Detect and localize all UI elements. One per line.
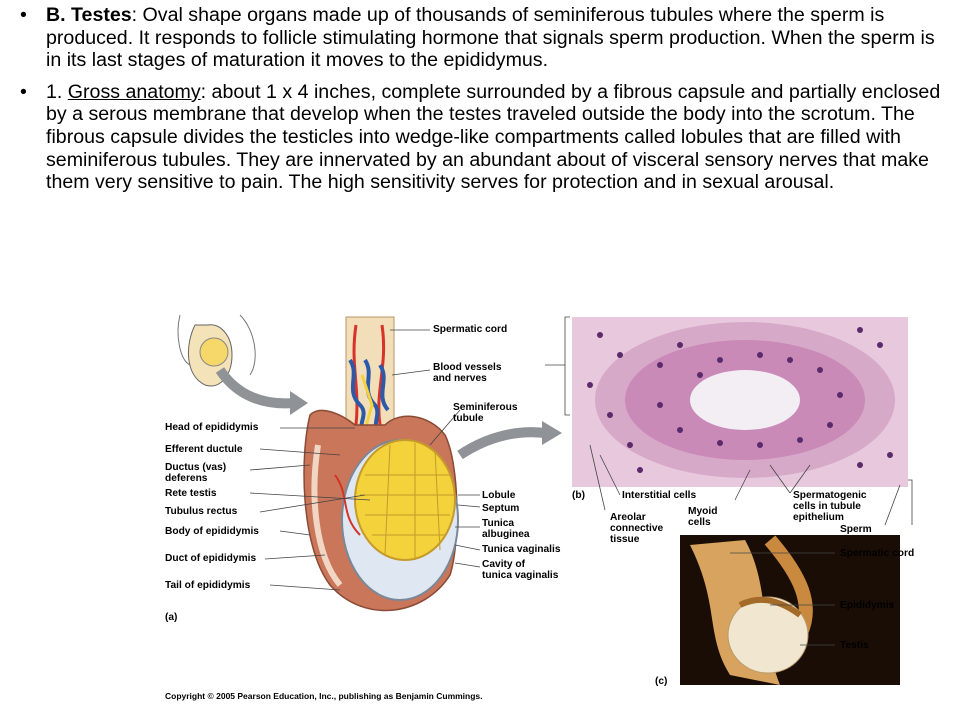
label-seminiferous: Seminiferous — [453, 402, 518, 413]
label-connective: connective — [610, 523, 664, 534]
label-lobule: Lobule — [482, 490, 516, 501]
label-and-nerves: and nerves — [433, 373, 487, 384]
label-spermatic-cord: Spermatic cord — [433, 324, 508, 335]
bullet-prefix: 1. — [46, 80, 68, 103]
panel-b-tag: (b) — [572, 490, 586, 501]
panel-a-tag: (a) — [165, 612, 178, 623]
label-blood-vessels: Blood vessels — [433, 362, 502, 373]
label-duct-of-epididymis: Duct of epididymis — [165, 553, 257, 564]
copyright-notice: Copyright © 2005 Pearson Education, Inc.… — [165, 691, 483, 701]
label-tunica-vaginalis: Tunica vaginalis — [482, 544, 561, 555]
figure-artwork — [177, 314, 913, 685]
label-sperm: Sperm — [840, 524, 872, 535]
label-cells-in-tubule: cells in tubule — [793, 501, 861, 512]
label-septum: Septum — [482, 503, 520, 514]
bullet-title: B. Testes — [46, 4, 132, 26]
lobules — [354, 439, 456, 561]
label-tissue: tissue — [610, 534, 640, 545]
label-myoid: Myoid — [688, 506, 718, 517]
bullet-gross-anatomy: • 1. Gross anatomy: about 1 x 4 inches, … — [18, 81, 954, 194]
label-ductus-deferens-2: deferens — [165, 473, 208, 484]
label-cavity-of: Cavity of — [482, 559, 526, 570]
label-areolar: Areolar — [610, 512, 646, 523]
label-photo-spermatic-cord: Spermatic cord — [840, 548, 915, 559]
label-spermatogenic: Spermatogenic — [793, 490, 867, 501]
label-rete-testis: Rete testis — [165, 488, 217, 499]
panel-c-tag: (c) — [655, 676, 668, 687]
label-photo-epididymis: Epididymis — [840, 600, 895, 611]
anatomy-figure: Head of epididymis Efferent ductule Duct… — [160, 305, 940, 715]
bullet-title: Gross anatomy — [67, 80, 201, 103]
label-cells: cells — [688, 517, 711, 528]
cell-nuclei — [587, 327, 893, 473]
label-body-of-epididymis: Body of epididymis — [165, 526, 259, 537]
bullet-text: : Oval shape organs made up of thousands… — [46, 4, 935, 72]
label-tunica: Tunica — [482, 518, 515, 529]
bullet-testes: • B. Testes: Oval shape organs made up o… — [18, 4, 954, 72]
inset-sketch — [177, 314, 256, 387]
bullet-text: : about 1 x 4 inches, complete surrounde… — [46, 80, 941, 194]
label-interstitial-cells: Interstitial cells — [622, 490, 697, 501]
label-epithelium: epithelium — [793, 512, 844, 523]
label-tail-of-epididymis: Tail of epididymis — [165, 580, 251, 591]
label-head-of-epididymis: Head of epididymis — [165, 422, 259, 433]
label-albuginea: albuginea — [482, 529, 530, 540]
label-ductus-deferens-1: Ductus (vas) — [165, 462, 227, 473]
pointer-arrow-1 — [215, 367, 296, 409]
pointer-arrow-2 — [457, 427, 546, 460]
label-tubulus-rectus: Tubulus rectus — [165, 506, 238, 517]
bullet-marker: • — [20, 80, 27, 103]
testis-photo — [727, 596, 809, 674]
label-tubule: tubule — [453, 413, 484, 424]
label-tunica-vaginalis-2: tunica vaginalis — [482, 570, 559, 581]
bullet-list: • B. Testes: Oval shape organs made up o… — [18, 4, 954, 203]
label-efferent-ductule: Efferent ductule — [165, 444, 243, 455]
label-photo-testis: Testis — [840, 640, 869, 651]
bullet-marker: • — [20, 4, 27, 26]
